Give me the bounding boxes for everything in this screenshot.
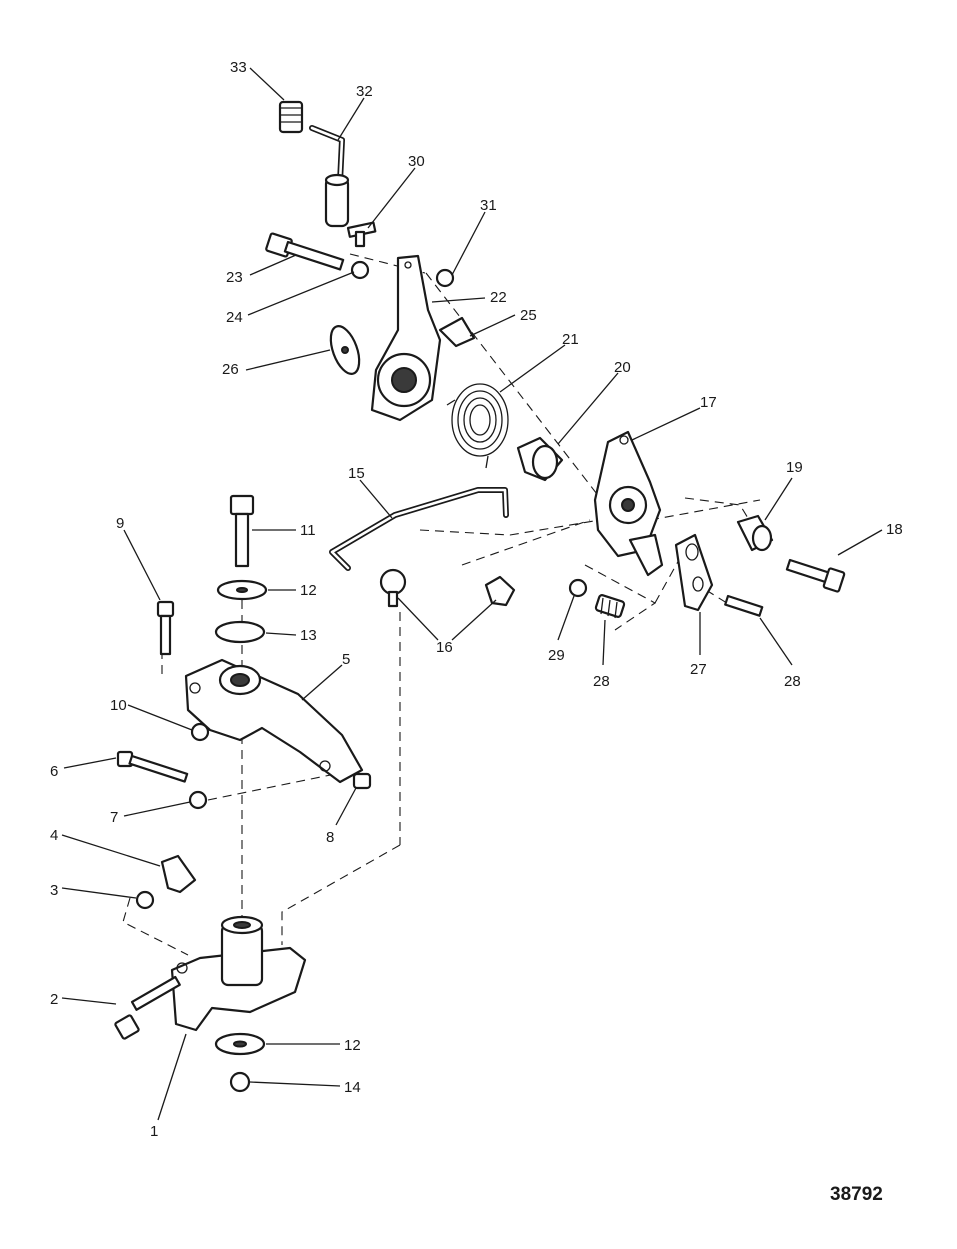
part-7-nut xyxy=(188,790,208,810)
part-13-clip xyxy=(214,620,266,644)
callout-12-upper: 12 xyxy=(300,582,317,599)
callout-21: 21 xyxy=(562,331,579,348)
part-2-bolt xyxy=(114,975,181,1040)
callout-13: 13 xyxy=(300,627,317,644)
callout-4: 4 xyxy=(50,827,58,844)
alignment-lines xyxy=(122,253,761,956)
callout-20: 20 xyxy=(614,359,631,376)
callout-14: 14 xyxy=(344,1079,361,1096)
leader-lines xyxy=(61,67,883,1121)
part-12-washer-lower xyxy=(214,1032,266,1056)
callout-10: 10 xyxy=(110,697,127,714)
part-30-nut xyxy=(568,578,588,598)
part-29-spring xyxy=(594,594,626,619)
callout-24: 24 xyxy=(226,309,243,326)
part-6-screw xyxy=(116,750,189,783)
part-24-nut xyxy=(350,260,370,280)
callout-2: 2 xyxy=(50,991,58,1008)
part-27-plate xyxy=(674,533,714,612)
callout-32: 31 xyxy=(480,197,497,214)
callout-18: 18 xyxy=(886,521,903,538)
part-33-bent-link xyxy=(309,125,345,185)
callout-8: 8 xyxy=(326,829,334,846)
part-11-bolt xyxy=(229,494,255,568)
part-22-arm xyxy=(370,254,442,422)
callout-7: 7 xyxy=(110,809,118,826)
figure-number: 38792 xyxy=(830,1184,883,1205)
part-19-sleeve xyxy=(736,514,774,552)
part-1-lever xyxy=(170,915,307,1032)
callout-5: 5 xyxy=(342,651,350,668)
part-8-plug xyxy=(352,772,372,790)
part-25-cap xyxy=(438,316,476,348)
part-14-nut xyxy=(229,1071,251,1093)
callout-19: 19 xyxy=(786,459,803,476)
callout-28: 28 xyxy=(784,673,801,690)
part-32-nut xyxy=(435,268,455,288)
callout-12-lower: 12 xyxy=(344,1037,361,1054)
part-17-cam xyxy=(593,430,664,577)
part-23-bolt xyxy=(265,232,345,271)
callout-labels: 33 32 30 31 23 24 22 25 26 21 20 17 19 1… xyxy=(50,59,903,1140)
callout-6: 6 xyxy=(50,763,58,780)
callout-3: 3 xyxy=(50,882,58,899)
callout-30: 29 xyxy=(548,647,565,664)
part-12-washer-upper xyxy=(216,579,268,601)
callout-1: 1 xyxy=(150,1123,158,1140)
callout-23: 23 xyxy=(226,269,243,286)
callout-11: 11 xyxy=(300,522,316,539)
callout-22: 22 xyxy=(490,289,507,306)
part-21-spring xyxy=(446,383,509,469)
part-swivel-barrel xyxy=(324,173,350,228)
callout-34: 33 xyxy=(230,59,247,76)
part-34-plug xyxy=(278,100,304,134)
part-31-screw xyxy=(346,221,377,248)
callout-16: 16 xyxy=(436,639,453,656)
part-28-screw xyxy=(724,594,764,617)
callout-17: 17 xyxy=(700,394,717,411)
part-15-link-rod xyxy=(329,487,509,571)
callout-31: 30 xyxy=(408,153,425,170)
callout-25: 25 xyxy=(520,307,537,324)
part-16-ball-joints xyxy=(379,568,516,608)
part-10-nut xyxy=(190,722,210,742)
part-20-bushing xyxy=(516,436,564,482)
part-18-bolt xyxy=(785,558,846,593)
callout-26: 26 xyxy=(222,361,239,378)
callout-15: 15 xyxy=(348,465,365,482)
callout-9: 9 xyxy=(116,515,124,532)
part-5-bracket xyxy=(184,658,364,784)
callout-29: 28 xyxy=(593,673,610,690)
callout-33: 32 xyxy=(356,83,373,100)
part-3-nut xyxy=(135,890,155,910)
part-26-washer xyxy=(329,325,361,375)
part-4-cap xyxy=(160,854,197,894)
part-9-screw xyxy=(156,600,175,656)
callout-27: 27 xyxy=(690,661,707,678)
